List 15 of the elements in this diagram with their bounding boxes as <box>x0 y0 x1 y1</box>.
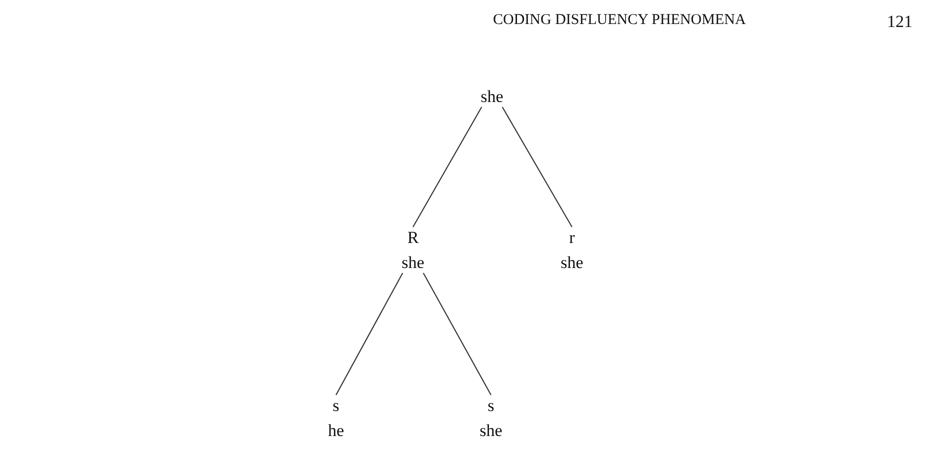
word-label: she <box>480 86 504 108</box>
tree-branch-line <box>336 272 404 396</box>
tree-branch-line <box>422 272 492 396</box>
page-number: 121 <box>887 12 912 32</box>
word-label: she <box>400 252 426 274</box>
tree-branch-line <box>502 106 572 228</box>
word-label: she <box>560 252 584 274</box>
word-label: he <box>326 420 346 442</box>
running-header: CODING DISFLUENCY PHENOMENA <box>493 12 746 29</box>
node-letter: R <box>406 227 420 249</box>
node-letter: r <box>568 227 576 249</box>
tree-branch-line <box>412 106 482 228</box>
node-letter: s <box>486 395 496 417</box>
word-label: she <box>478 420 504 442</box>
node-letter: s <box>332 395 340 417</box>
